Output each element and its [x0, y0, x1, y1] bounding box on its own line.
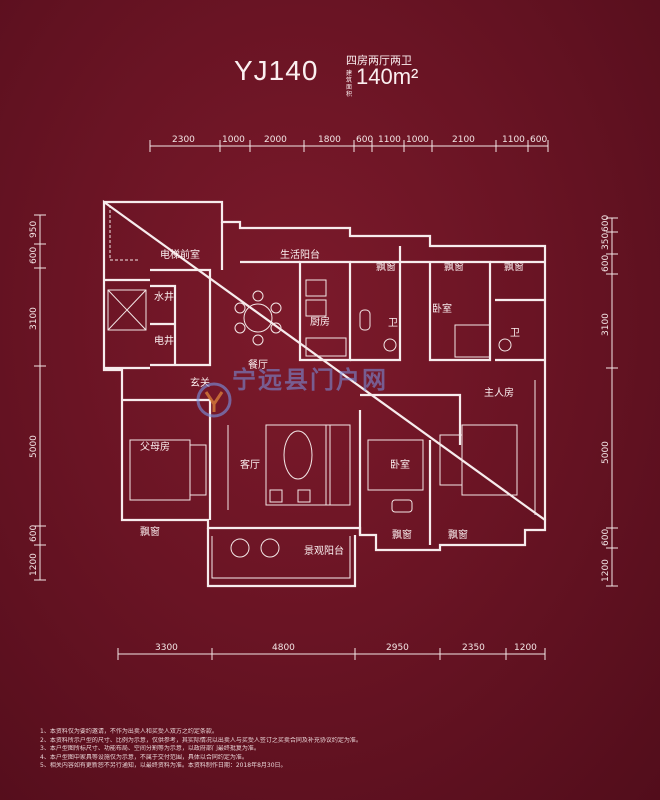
bottom-dimension-ticks — [117, 648, 546, 660]
dim-right-1: 350 — [601, 233, 611, 250]
room-kitchen: 厨房 — [310, 315, 330, 328]
room-bedroom-top: 卧室 — [432, 302, 452, 315]
dim-bottom-3: 2350 — [462, 643, 485, 653]
room-bay-5: 飘窗 — [392, 528, 412, 541]
unit-model-title: YJ140 — [234, 55, 319, 86]
dim-left-3: 5000 — [29, 435, 39, 458]
left-dimension-labels: 950 600 3100 5000 600 1200 — [29, 221, 39, 576]
note-2: 2、本资料所示户型的尺寸、比例为示意，仅供参考，其实际情况以出卖人与买受人签订之… — [40, 736, 362, 744]
dim-right-6: 1200 — [601, 559, 611, 582]
dim-right-2: 600 — [601, 255, 611, 272]
room-master: 主人房 — [484, 386, 514, 399]
disclaimer-notes: 1、本资料仅为要约邀请，不作为出卖人和买受人双方之约定条款。 2、本资料所示户型… — [40, 728, 640, 771]
dim-left-4: 600 — [29, 525, 39, 542]
room-elder: 父母房 — [140, 440, 170, 453]
dim-right-5: 600 — [601, 529, 611, 546]
dim-right-0: 600 — [601, 215, 611, 232]
room-bay-4: 飘窗 — [140, 525, 160, 538]
room-service-balcony: 生活阳台 — [280, 248, 320, 261]
dim-left-2: 3100 — [29, 307, 39, 330]
room-bay-1: 飘窗 — [376, 260, 396, 273]
bottom-dimension-labels: 3300 4800 2950 2350 1200 — [155, 643, 537, 653]
top-dimension-ticks — [149, 140, 549, 152]
sofa — [325, 424, 351, 506]
room-living: 客厅 — [240, 458, 260, 471]
room-elec-shaft: 电井 — [154, 334, 174, 347]
note-1: 1、本资料仅为要约邀请，不作为出卖人和买受人双方之约定条款。 — [40, 728, 218, 735]
room-view-balcony: 景观阳台 — [304, 544, 344, 557]
room-water-shaft: 水井 — [154, 290, 174, 303]
watermark-text: 宁远县门户网 — [232, 366, 388, 394]
dim-top-3: 1800 — [318, 135, 341, 145]
room-bath-1: 卫 — [388, 318, 398, 329]
dining-table — [243, 303, 273, 333]
bedroom-bed — [367, 439, 424, 491]
dim-left-5: 1200 — [29, 553, 39, 576]
dim-top-9: 600 — [530, 135, 547, 145]
living-rug — [265, 424, 331, 506]
note-3: 3、本户型图所标尺寸、功能布局、空间分割等为示意，以政府部门最终批复为准。 — [40, 745, 260, 753]
dim-bottom-0: 3300 — [155, 643, 178, 653]
room-elevator-lobby: 电梯前室 — [160, 248, 200, 261]
top-dimension-labels: 2300 1000 2000 1800 600 1100 1000 2100 1… — [172, 135, 547, 145]
coffee-table — [283, 430, 313, 480]
note-5: 5、相关内容如有更新恕不另行通知，以最终资料为准。本资料制作日期：2018年8月… — [40, 762, 287, 770]
dim-top-7: 2100 — [452, 135, 475, 145]
right-dimension-ticks — [606, 217, 618, 587]
note-4: 4、本户型图中家具等设施仅为示意，不属于交付范围，具体以合同约定为准。 — [40, 753, 248, 761]
right-dimension-labels: 600 350 600 3100 5000 600 1200 — [601, 215, 611, 582]
room-bath-2: 卫 — [510, 328, 520, 339]
dim-top-2: 2000 — [264, 135, 287, 145]
dim-bottom-2: 2950 — [386, 643, 409, 653]
dim-right-4: 5000 — [601, 441, 611, 464]
dim-top-1: 1000 — [222, 135, 245, 145]
dim-bottom-4: 1200 — [514, 643, 537, 653]
dim-top-6: 1000 — [406, 135, 429, 145]
dim-left-1: 600 — [29, 247, 39, 264]
watermark-logo-icon — [196, 382, 232, 418]
room-bedroom-mid: 卧室 — [390, 458, 410, 471]
left-dimension-ticks — [34, 214, 46, 581]
dim-top-8: 1100 — [502, 135, 525, 145]
unit-type-label: 四房两厅两卫 — [346, 54, 412, 67]
room-bay-3: 飘窗 — [504, 260, 524, 273]
master-bed — [461, 424, 518, 496]
dim-bottom-1: 4800 — [272, 643, 295, 653]
dim-top-0: 2300 — [172, 135, 195, 145]
dim-right-3: 3100 — [601, 313, 611, 336]
dim-top-4: 600 — [356, 135, 373, 145]
furniture — [107, 205, 536, 558]
room-dining: 餐厅 — [248, 358, 268, 371]
area-tag: 建筑面积 — [346, 70, 353, 98]
unit-area-value: 140m² — [356, 64, 419, 89]
dim-left-0: 950 — [29, 221, 39, 238]
balcony-chair — [230, 538, 250, 558]
room-bay-6: 飘窗 — [448, 528, 468, 541]
dim-top-5: 1100 — [378, 135, 401, 145]
walls — [102, 199, 547, 588]
room-bay-2: 飘窗 — [444, 260, 464, 273]
